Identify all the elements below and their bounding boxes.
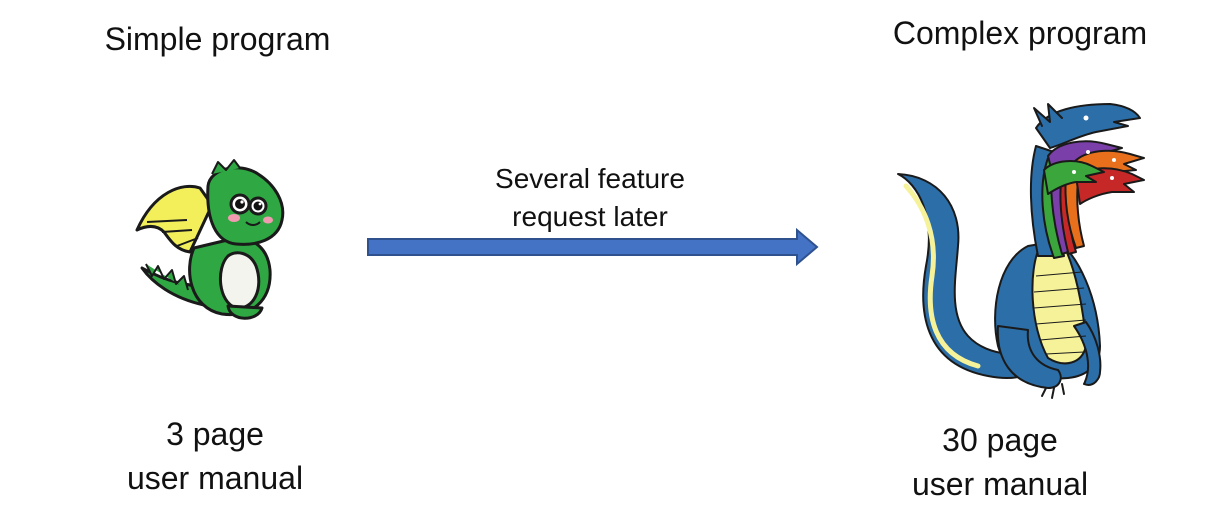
transition-arrow [367, 227, 819, 267]
baby-dragon-illustration [135, 159, 285, 320]
complex-manual-pages: 30 page [942, 422, 1058, 458]
arrow-caption-line1: Several feature [495, 163, 685, 194]
arrow-caption-line2: request later [512, 201, 668, 232]
hydra-illustration [897, 103, 1145, 399]
simple-program-manual-caption: 3 page user manual [100, 412, 330, 500]
complex-program-manual-caption: 30 page user manual [880, 418, 1120, 506]
simple-program-title: Simple program [104, 21, 331, 57]
complex-program-title: Complex program [892, 15, 1148, 51]
simple-manual-label: user manual [126, 460, 304, 496]
arrow-caption: Several feature request later [460, 160, 720, 236]
simple-manual-pages: 3 page [166, 416, 264, 452]
complex-manual-label: user manual [911, 466, 1089, 502]
